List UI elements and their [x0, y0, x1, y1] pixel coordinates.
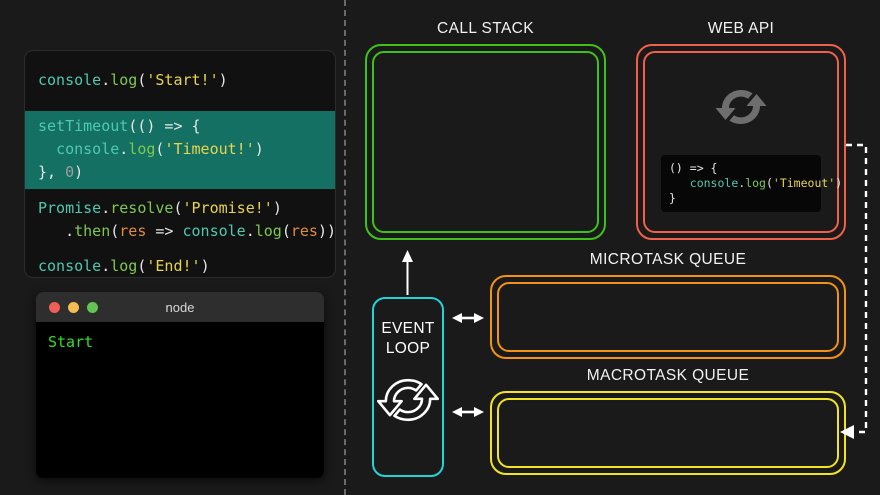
stack-to-loop-arrow — [402, 250, 413, 295]
maximize-button-icon[interactable] — [87, 301, 98, 313]
code-token: 0 — [65, 163, 75, 181]
code-token: log — [128, 140, 156, 158]
code-token: => { — [155, 117, 201, 135]
highlighted-code-block: setTimeout(() => { console.log('Timeout!… — [25, 111, 335, 189]
terminal-titlebar: node — [36, 292, 324, 322]
macrotask-queue-panel — [490, 391, 846, 475]
code-token: } — [669, 191, 676, 205]
web-api-code-line: console.log('Timeout') — [669, 176, 842, 191]
call-stack-title: CALL STACK — [436, 20, 535, 37]
code-spacer — [25, 243, 335, 255]
code-token: log — [110, 257, 138, 275]
call-stack-panel — [365, 44, 606, 240]
code-token: console — [182, 222, 246, 240]
code-token: log — [254, 222, 282, 240]
code-token: ) — [74, 163, 84, 181]
code-lines: console.log('Start!')setTimeout(() => { … — [25, 69, 335, 277]
code-token: . — [119, 140, 129, 158]
refresh-loop-icon — [645, 83, 837, 131]
code-token: console — [38, 71, 102, 89]
code-token: 'Start!' — [146, 71, 219, 89]
code-token: . — [38, 222, 75, 240]
code-token: ) — [272, 199, 282, 217]
traffic-lights — [49, 301, 98, 313]
code-token — [669, 176, 690, 190]
code-token: ( — [137, 257, 147, 275]
code-line: Promise.resolve('Promise!') — [25, 197, 335, 220]
code-token: res — [119, 222, 147, 240]
code-token: setTimeout — [38, 117, 129, 135]
code-token: 'Timeout!' — [164, 140, 255, 158]
web-api-code-line: } — [669, 191, 813, 206]
code-token: => — [146, 222, 183, 240]
web-api-callback-code: () => { console.log('Timeout')} — [661, 155, 842, 212]
web-api-code-line: () => { — [669, 161, 813, 176]
code-token: resolve — [110, 199, 174, 217]
code-spacer — [25, 92, 335, 104]
terminal-output-line: Start — [48, 333, 94, 351]
code-line: console.log('End!') — [25, 255, 335, 277]
code-line: .then(res => console.log(res)) — [25, 220, 335, 243]
code-token: ( — [110, 222, 120, 240]
code-token: console — [689, 176, 739, 190]
code-token: . — [101, 71, 111, 89]
code-token: log — [110, 71, 138, 89]
code-token: ( — [173, 199, 183, 217]
code-token: res — [290, 222, 318, 240]
code-token: }, — [38, 163, 66, 181]
code-token: ) — [218, 71, 228, 89]
code-line: }, 0) — [25, 161, 335, 184]
code-token: )) — [317, 222, 336, 240]
code-token: then — [74, 222, 111, 240]
code-token: ( — [137, 71, 147, 89]
microtask-queue-panel — [490, 275, 846, 359]
microtask-queue-title: MICROTASK QUEUE — [589, 251, 747, 268]
code-line: setTimeout(() => { — [25, 115, 335, 138]
macrotask-queue-inner-border — [497, 398, 839, 468]
code-token: log — [745, 176, 766, 190]
loop-to-macrotask-arrow — [452, 407, 484, 417]
minimize-button-icon[interactable] — [68, 301, 79, 313]
code-token: . — [245, 222, 255, 240]
code-token: ) — [835, 176, 843, 190]
code-token: ) — [146, 117, 156, 135]
code-token: 'End!' — [146, 257, 201, 275]
code-token: ( — [765, 176, 773, 190]
vertical-divider — [344, 0, 346, 495]
code-token: . — [101, 199, 111, 217]
event-loop-label-line2: LOOP — [385, 340, 431, 357]
event-loop-box: EVENT LOOP — [372, 297, 444, 477]
close-button-icon[interactable] — [49, 301, 60, 313]
code-token: 'Promise!' — [182, 199, 273, 217]
microtask-queue-inner-border — [497, 282, 839, 352]
web-api-title: WEB API — [707, 20, 775, 37]
event-loop-label-line1: EVENT — [381, 320, 435, 337]
web-api-inner-border: () => { console.log('Timeout')} — [643, 51, 842, 233]
code-token: 'Timeout' — [772, 176, 836, 190]
code-token: Promise — [38, 199, 102, 217]
terminal-window: node Start — [36, 292, 324, 478]
terminal-output: Start — [36, 322, 324, 362]
code-token: () => { — [669, 161, 718, 175]
code-line: console.log('Timeout!') — [25, 138, 335, 161]
code-token: ( — [281, 222, 291, 240]
call-stack-inner-border — [372, 51, 599, 233]
code-editor-panel: console.log('Start!')setTimeout(() => { … — [24, 50, 336, 278]
code-token: console — [38, 257, 102, 275]
circular-arrows-icon — [376, 372, 440, 433]
code-token: . — [101, 257, 111, 275]
event-loop-label: EVENT LOOP — [381, 319, 434, 359]
code-token: console — [56, 140, 120, 158]
code-token: (( — [128, 117, 147, 135]
code-token: ( — [155, 140, 165, 158]
code-token: ) — [200, 257, 210, 275]
code-token — [38, 140, 56, 158]
loop-to-microtask-arrow — [452, 313, 484, 323]
terminal-title: node — [165, 299, 195, 315]
code-token: ) — [254, 140, 264, 158]
code-line: console.log('Start!') — [25, 69, 335, 92]
macrotask-queue-title: MACROTASK QUEUE — [586, 367, 750, 384]
code-token: . — [738, 176, 746, 190]
web-api-panel: () => { console.log('Timeout')} — [636, 44, 846, 240]
